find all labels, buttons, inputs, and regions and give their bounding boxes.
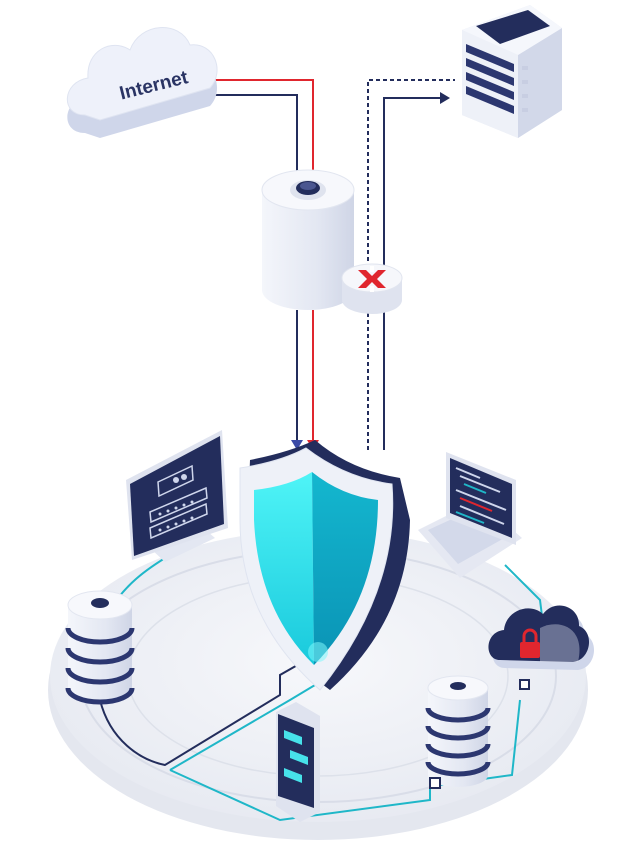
cloud-lock-icon	[488, 605, 595, 690]
phone-chat-icon	[276, 702, 320, 822]
gateway-to-shield-lines	[291, 310, 319, 450]
monitor-login-icon	[126, 430, 228, 562]
router-icon	[341, 263, 403, 314]
server-rack-icon	[462, 5, 562, 138]
shield-icon	[239, 440, 410, 691]
laptop-code-icon	[418, 452, 522, 578]
router-to-server-lines	[367, 79, 455, 450]
server-tower-icon	[425, 675, 491, 789]
cloud-icon: Internet	[66, 27, 218, 138]
database-icon	[65, 590, 135, 705]
cylinder-gateway-icon	[261, 169, 355, 310]
internet-to-gateway-lines	[185, 79, 314, 185]
